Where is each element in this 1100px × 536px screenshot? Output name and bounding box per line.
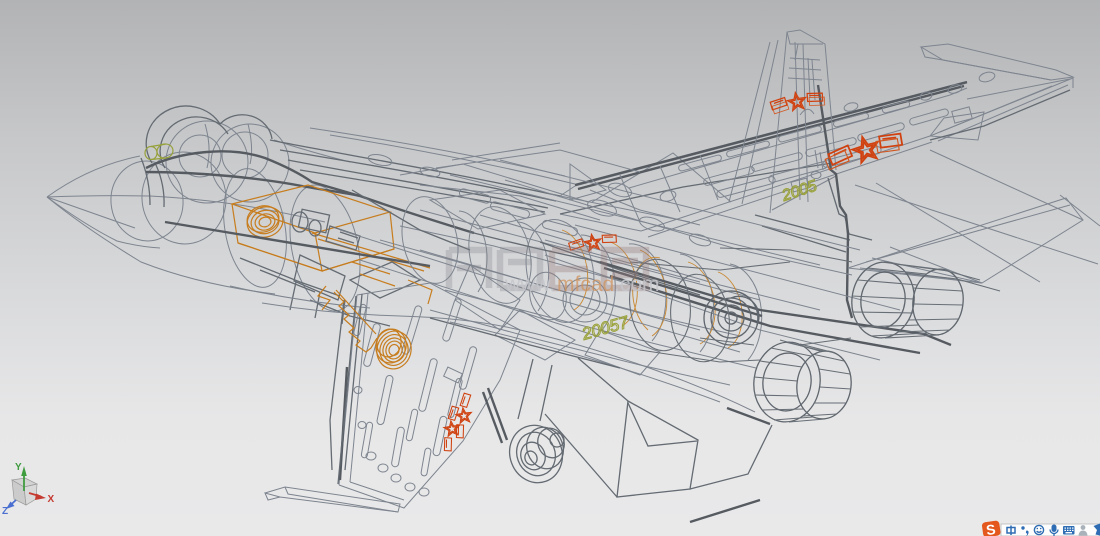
svg-text:X: X (48, 494, 55, 505)
svg-text:Y: Y (15, 462, 22, 473)
svg-text:Z: Z (2, 506, 8, 517)
svg-text:mfcad: mfcad (557, 273, 614, 296)
svg-text:.com: .com (614, 273, 660, 296)
svg-text:S: S (985, 521, 996, 536)
svg-text:20057: 20057 (579, 312, 631, 344)
svg-text:2005: 2005 (779, 178, 819, 206)
svg-text:www.: www. (504, 273, 555, 296)
